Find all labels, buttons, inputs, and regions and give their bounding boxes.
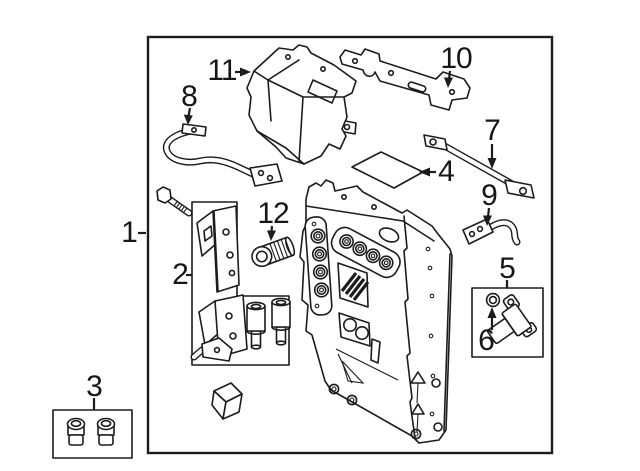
callout-label-1: 1: [121, 216, 138, 249]
callout-label-3: 3: [86, 370, 103, 403]
part-8-strap-bracket-drawing: [162, 123, 283, 187]
part-3-group-box: [52, 409, 133, 459]
part-9-hook-bracket-drawing: [462, 218, 521, 246]
callout-label-8: 8: [181, 80, 198, 113]
standoff-stud-a: [246, 301, 266, 350]
sensor-part-5: [487, 294, 538, 345]
part-7-brace-strap-drawing: [423, 134, 535, 199]
grommet-a: [66, 417, 86, 446]
terminal-circles-left: [310, 221, 330, 309]
diagram-frame: [146, 35, 554, 455]
callout-label-6: 6: [478, 324, 495, 357]
callout-label-7: 7: [484, 114, 501, 147]
callout-label-9: 9: [481, 179, 498, 212]
callout-label-11: 11: [207, 54, 237, 87]
part-2-group-box: [190, 201, 291, 366]
part-1-main-assembly-drawing: [299, 179, 453, 444]
callout-label-5: 5: [499, 252, 516, 285]
part-5-group-box: [471, 287, 544, 358]
bolt-drawing: [156, 186, 193, 217]
cube-part-drawing: [211, 382, 243, 420]
callout-label-2: 2: [172, 258, 189, 291]
callout-label-10: 10: [440, 42, 472, 75]
part-4-pad-drawing: [351, 151, 424, 189]
part-10-bracket-plate-drawing: [339, 48, 471, 111]
terminal-circles-top: [339, 234, 394, 271]
o-ring-part-6: [485, 292, 501, 308]
grommet-b: [96, 417, 116, 446]
callout-label-12: 12: [257, 197, 289, 230]
part-12-knurled-cap-drawing: [251, 236, 296, 268]
standoff-stud-b: [271, 297, 291, 346]
part-11-cover-drawing: [246, 44, 357, 165]
callout-label-4: 4: [438, 155, 455, 188]
callout-leaders: [92, 67, 509, 410]
